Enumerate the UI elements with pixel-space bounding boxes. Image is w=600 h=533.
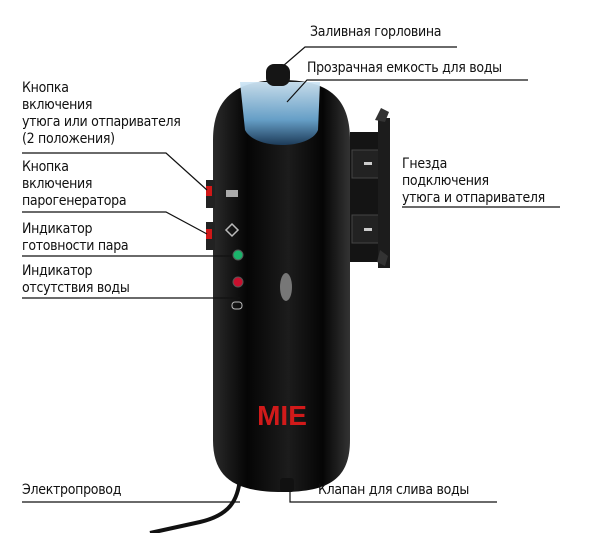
label-text: Электропровод bbox=[22, 482, 122, 498]
label-line: утюга и отпаривателя bbox=[402, 190, 545, 206]
label-line: парогенератора bbox=[22, 193, 127, 209]
steam-ready-led bbox=[232, 249, 244, 261]
label-text: Клапан для слива воды bbox=[318, 482, 470, 498]
label-no-water: Индикатор отсутствия воды bbox=[22, 263, 130, 297]
filler-cap bbox=[266, 64, 290, 86]
label-power-cord: Электропровод bbox=[22, 482, 121, 499]
label-filler-neck: Заливная горловина bbox=[310, 24, 442, 41]
label-sockets: Гнезда подключения утюга и отпаривателя bbox=[402, 156, 545, 207]
label-line: Гнезда bbox=[402, 156, 447, 172]
label-text: Прозрачная емкость для воды bbox=[307, 60, 502, 76]
label-line: (2 положения) bbox=[22, 131, 115, 147]
no-water-led bbox=[232, 276, 244, 288]
center-button bbox=[280, 273, 292, 301]
label-steam-ready: Индикатор готовности пара bbox=[22, 221, 129, 255]
label-text: Заливная горловина bbox=[310, 24, 442, 40]
label-line: включения bbox=[22, 97, 93, 113]
label-line: Индикатор bbox=[22, 263, 93, 279]
label-drain-valve: Клапан для слива воды bbox=[318, 482, 469, 499]
label-line: Индикатор bbox=[22, 221, 93, 237]
label-water-tank: Прозрачная емкость для воды bbox=[307, 60, 502, 77]
label-line: включения bbox=[22, 176, 93, 192]
label-steam-gen-button: Кнопка включения парогенератора bbox=[22, 159, 127, 210]
label-line: отсутствия воды bbox=[22, 280, 130, 296]
leader-lines bbox=[22, 46, 560, 503]
socket-block bbox=[350, 108, 390, 268]
drain-valve bbox=[280, 478, 294, 492]
label-line: утюга или отпаривателя bbox=[22, 114, 181, 130]
label-iron-button: Кнопка включения утюга или отпаривателя … bbox=[22, 80, 181, 148]
water-tank bbox=[240, 82, 320, 145]
label-line: Кнопка bbox=[22, 80, 69, 96]
power-cord bbox=[149, 477, 242, 533]
label-line: Кнопка bbox=[22, 159, 69, 175]
label-line: готовности пара bbox=[22, 238, 129, 254]
label-line: подключения bbox=[402, 173, 489, 189]
brand-logo: MIE bbox=[257, 400, 307, 431]
